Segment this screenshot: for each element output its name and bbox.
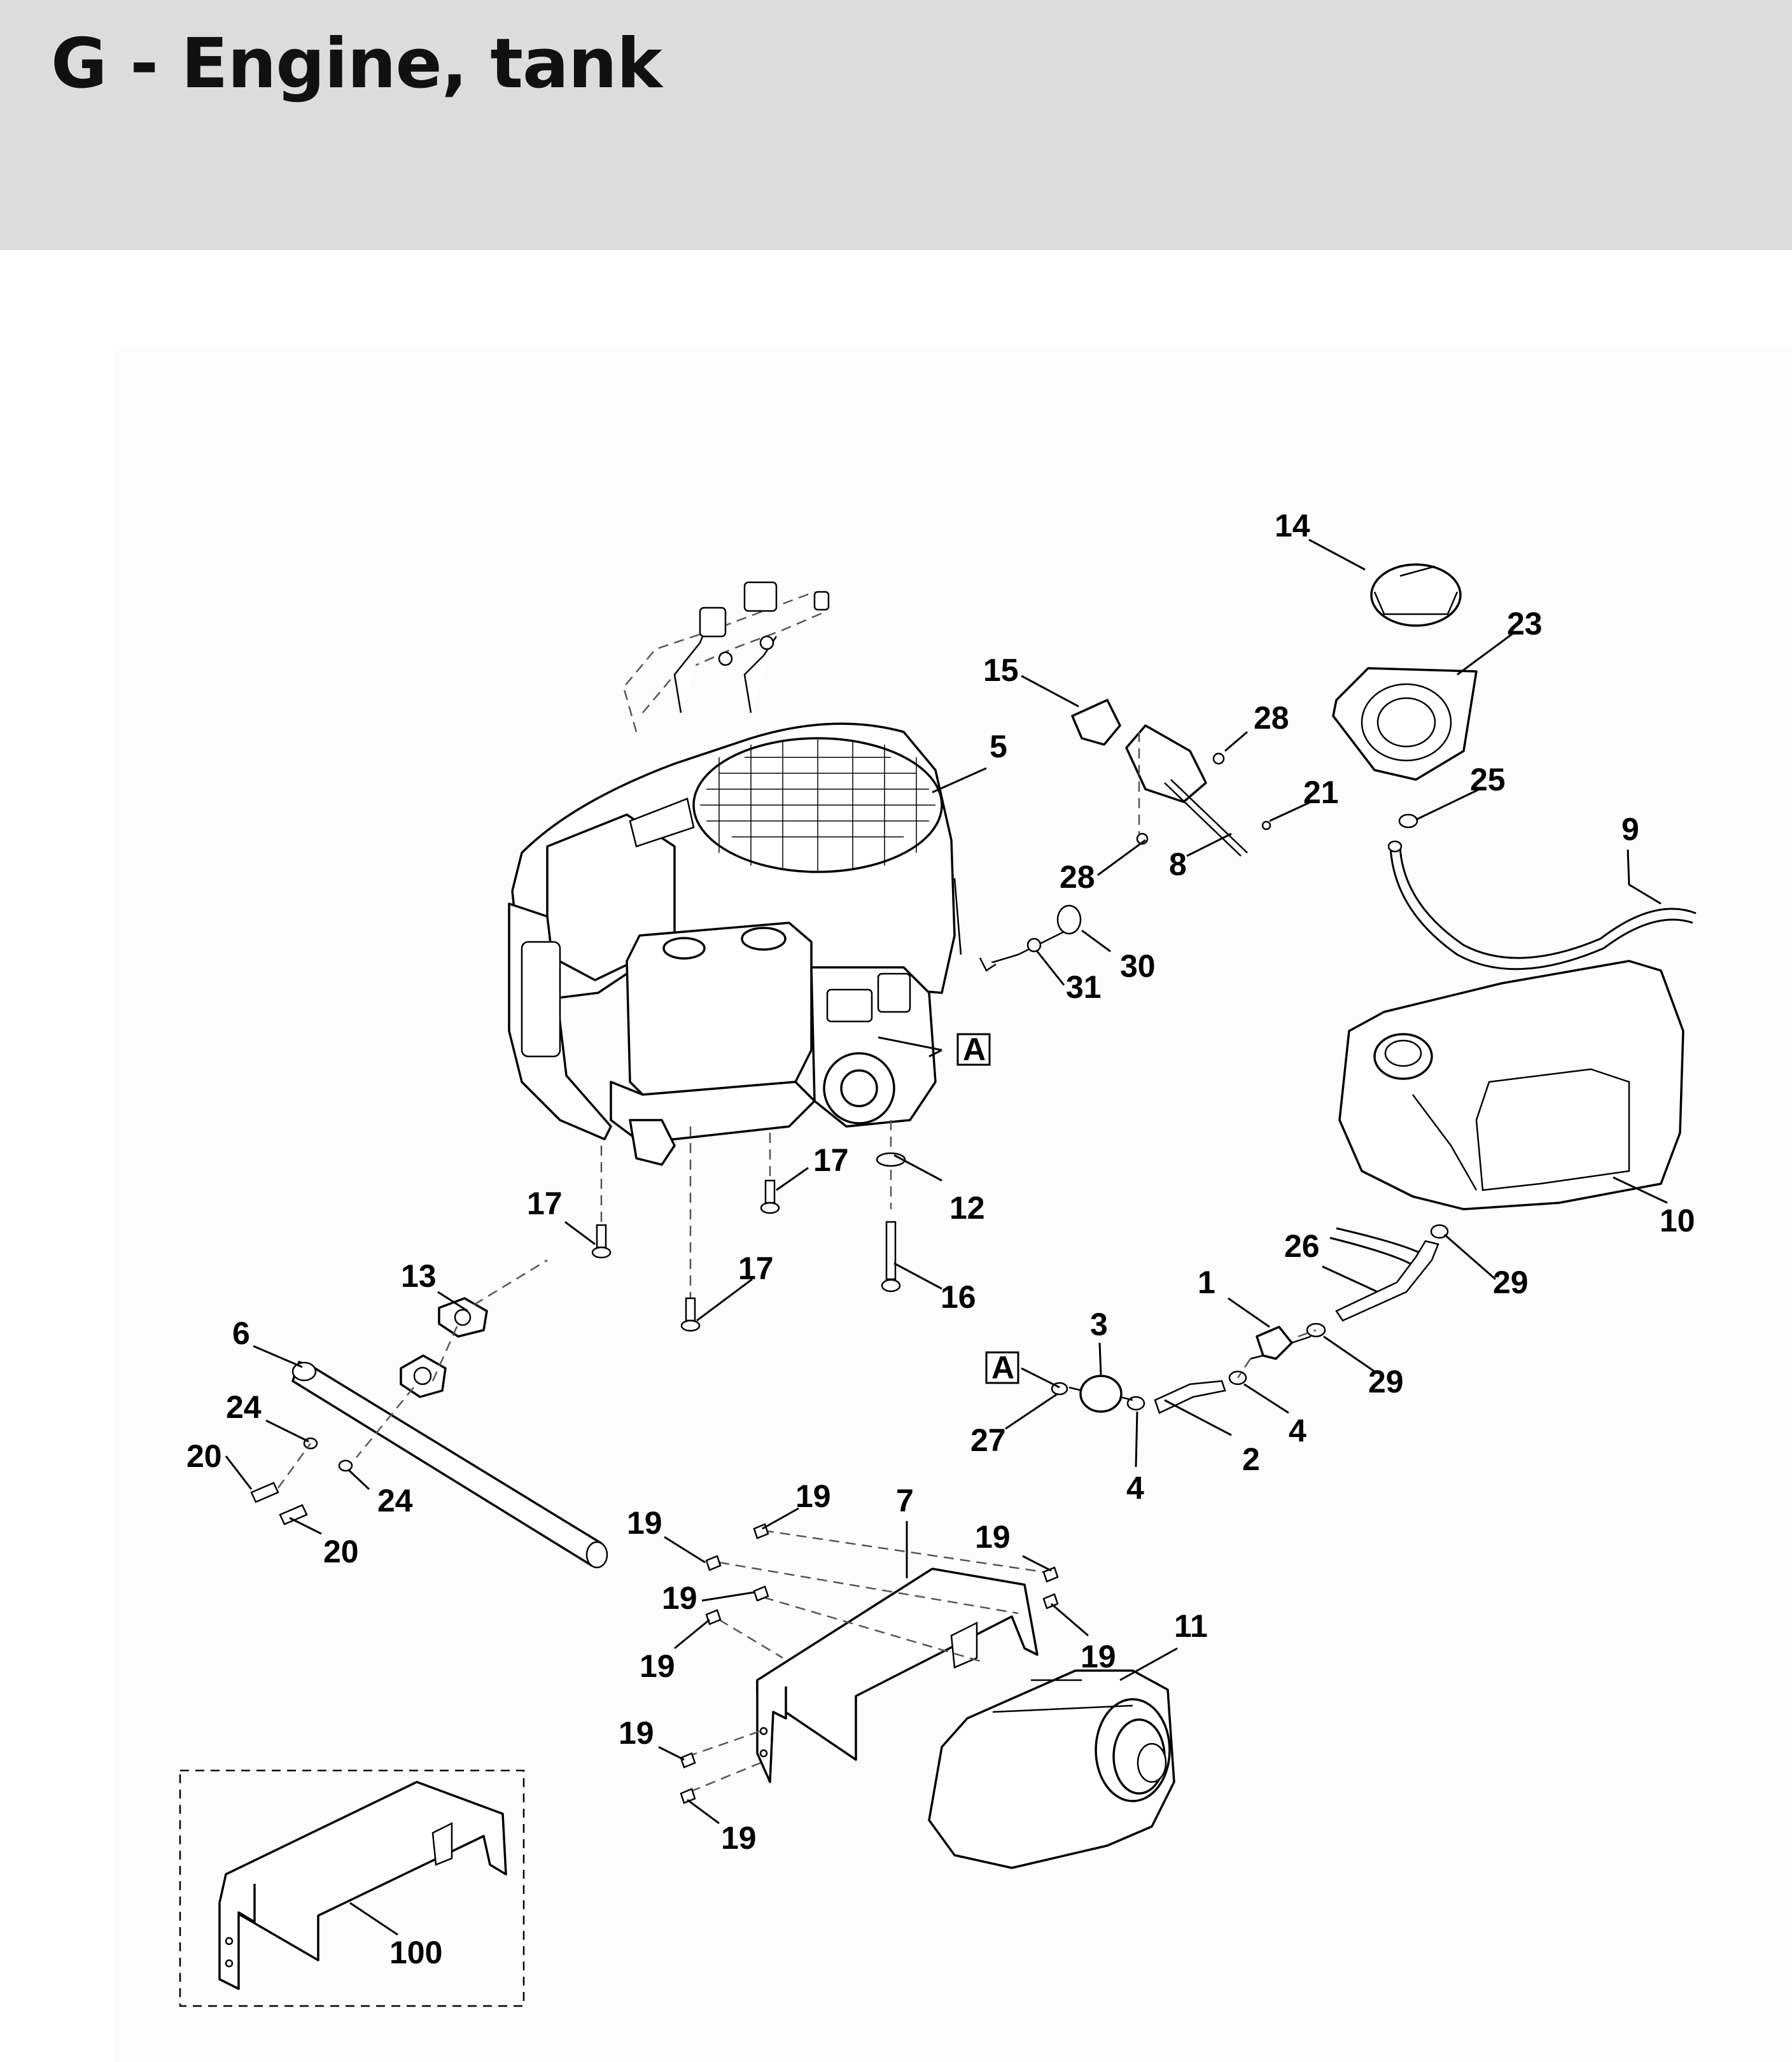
callout-20: 20 xyxy=(186,1438,222,1474)
callout-3: 3 xyxy=(1090,1307,1108,1342)
callout-24-lower: 24 xyxy=(377,1483,413,1518)
callout-26: 26 xyxy=(1284,1228,1320,1264)
callout-16: 16 xyxy=(941,1279,976,1315)
callout-28-lower: 28 xyxy=(1060,859,1095,895)
callout-21: 21 xyxy=(1303,775,1339,810)
callout-19-right-low: 19 xyxy=(1081,1639,1116,1674)
axle-tube xyxy=(291,1323,608,1569)
flange-13 xyxy=(438,1259,548,1338)
callout-17-mid: 17 xyxy=(813,1142,849,1178)
page-header: G - Engine, tank xyxy=(0,0,1792,250)
callout-24: 24 xyxy=(226,1389,262,1425)
callout-5: 5 xyxy=(990,729,1007,764)
callout-19-bottom-low: 19 xyxy=(721,1820,757,1856)
callout-17: 17 xyxy=(527,1186,563,1221)
callout-12: 12 xyxy=(949,1190,985,1226)
callout-30: 30 xyxy=(1120,948,1156,984)
ref-marker-a-engine-label: A xyxy=(963,1032,986,1067)
ref-marker-a-engine: A xyxy=(956,1032,991,1067)
bolts-20-24 xyxy=(250,1437,353,1525)
callout-15: 15 xyxy=(983,652,1019,688)
linkage xyxy=(979,904,1082,972)
callout-100: 100 xyxy=(389,1935,442,1970)
leader-lines xyxy=(225,538,1668,1936)
callout-19: 19 xyxy=(627,1505,662,1541)
muffler xyxy=(928,1669,1175,1869)
ref-marker-a-fuel-line-label: A xyxy=(991,1350,1014,1385)
callout-9: 9 xyxy=(1621,811,1639,847)
callout-19-left: 19 xyxy=(640,1648,675,1684)
callout-labels: 14 23 15 28 5 21 25 9 28 8 30 31 17 12 1… xyxy=(186,508,1695,1970)
callout-27: 27 xyxy=(970,1422,1006,1458)
engine-grille-pattern xyxy=(700,740,935,871)
callout-7: 7 xyxy=(896,1483,914,1518)
callout-4: 4 xyxy=(1289,1413,1306,1448)
callout-19-bottom: 19 xyxy=(619,1715,654,1751)
callout-11: 11 xyxy=(1174,1608,1208,1644)
callout-19-mid: 19 xyxy=(662,1580,697,1616)
alt-guard-inset xyxy=(179,1769,525,2007)
filler-neck xyxy=(1332,667,1478,781)
choke-cover xyxy=(1071,699,1121,746)
heat-guard xyxy=(756,1568,1039,1783)
throttle-bracket xyxy=(1125,724,1271,857)
page-title: G - Engine, tank xyxy=(51,24,662,104)
fuel-cap xyxy=(1370,563,1462,627)
bolts-engine-mount xyxy=(591,1120,906,1332)
wiring-harness xyxy=(622,581,830,733)
callout-28: 28 xyxy=(1254,700,1289,736)
callout-19-top: 19 xyxy=(795,1478,831,1514)
callout-6: 6 xyxy=(232,1315,250,1351)
callout-31: 31 xyxy=(1066,969,1102,1005)
ref-marker-a-fuel-line: A xyxy=(985,1350,1019,1385)
clamp-25 xyxy=(1398,813,1418,829)
callout-1: 1 xyxy=(1198,1265,1215,1300)
callout-29: 29 xyxy=(1493,1265,1529,1300)
engine-assembly xyxy=(508,722,962,1166)
callout-14: 14 xyxy=(1275,508,1310,544)
callout-4-lower: 4 xyxy=(1126,1470,1144,1506)
callout-19-right: 19 xyxy=(975,1519,1011,1555)
callout-10: 10 xyxy=(1660,1203,1695,1238)
callout-13: 13 xyxy=(401,1258,437,1294)
callout-8: 8 xyxy=(1169,846,1187,882)
callout-25: 25 xyxy=(1470,762,1506,797)
callout-23: 23 xyxy=(1507,606,1543,642)
callout-17-low: 17 xyxy=(738,1251,774,1286)
vent-hose xyxy=(1387,840,1697,971)
callout-20-lower: 20 xyxy=(323,1534,359,1569)
callout-2: 2 xyxy=(1242,1441,1260,1477)
ref-a-leader xyxy=(1021,1367,1060,1389)
fuel-tank xyxy=(1338,960,1684,1210)
callout-29-lower: 29 xyxy=(1368,1364,1404,1399)
